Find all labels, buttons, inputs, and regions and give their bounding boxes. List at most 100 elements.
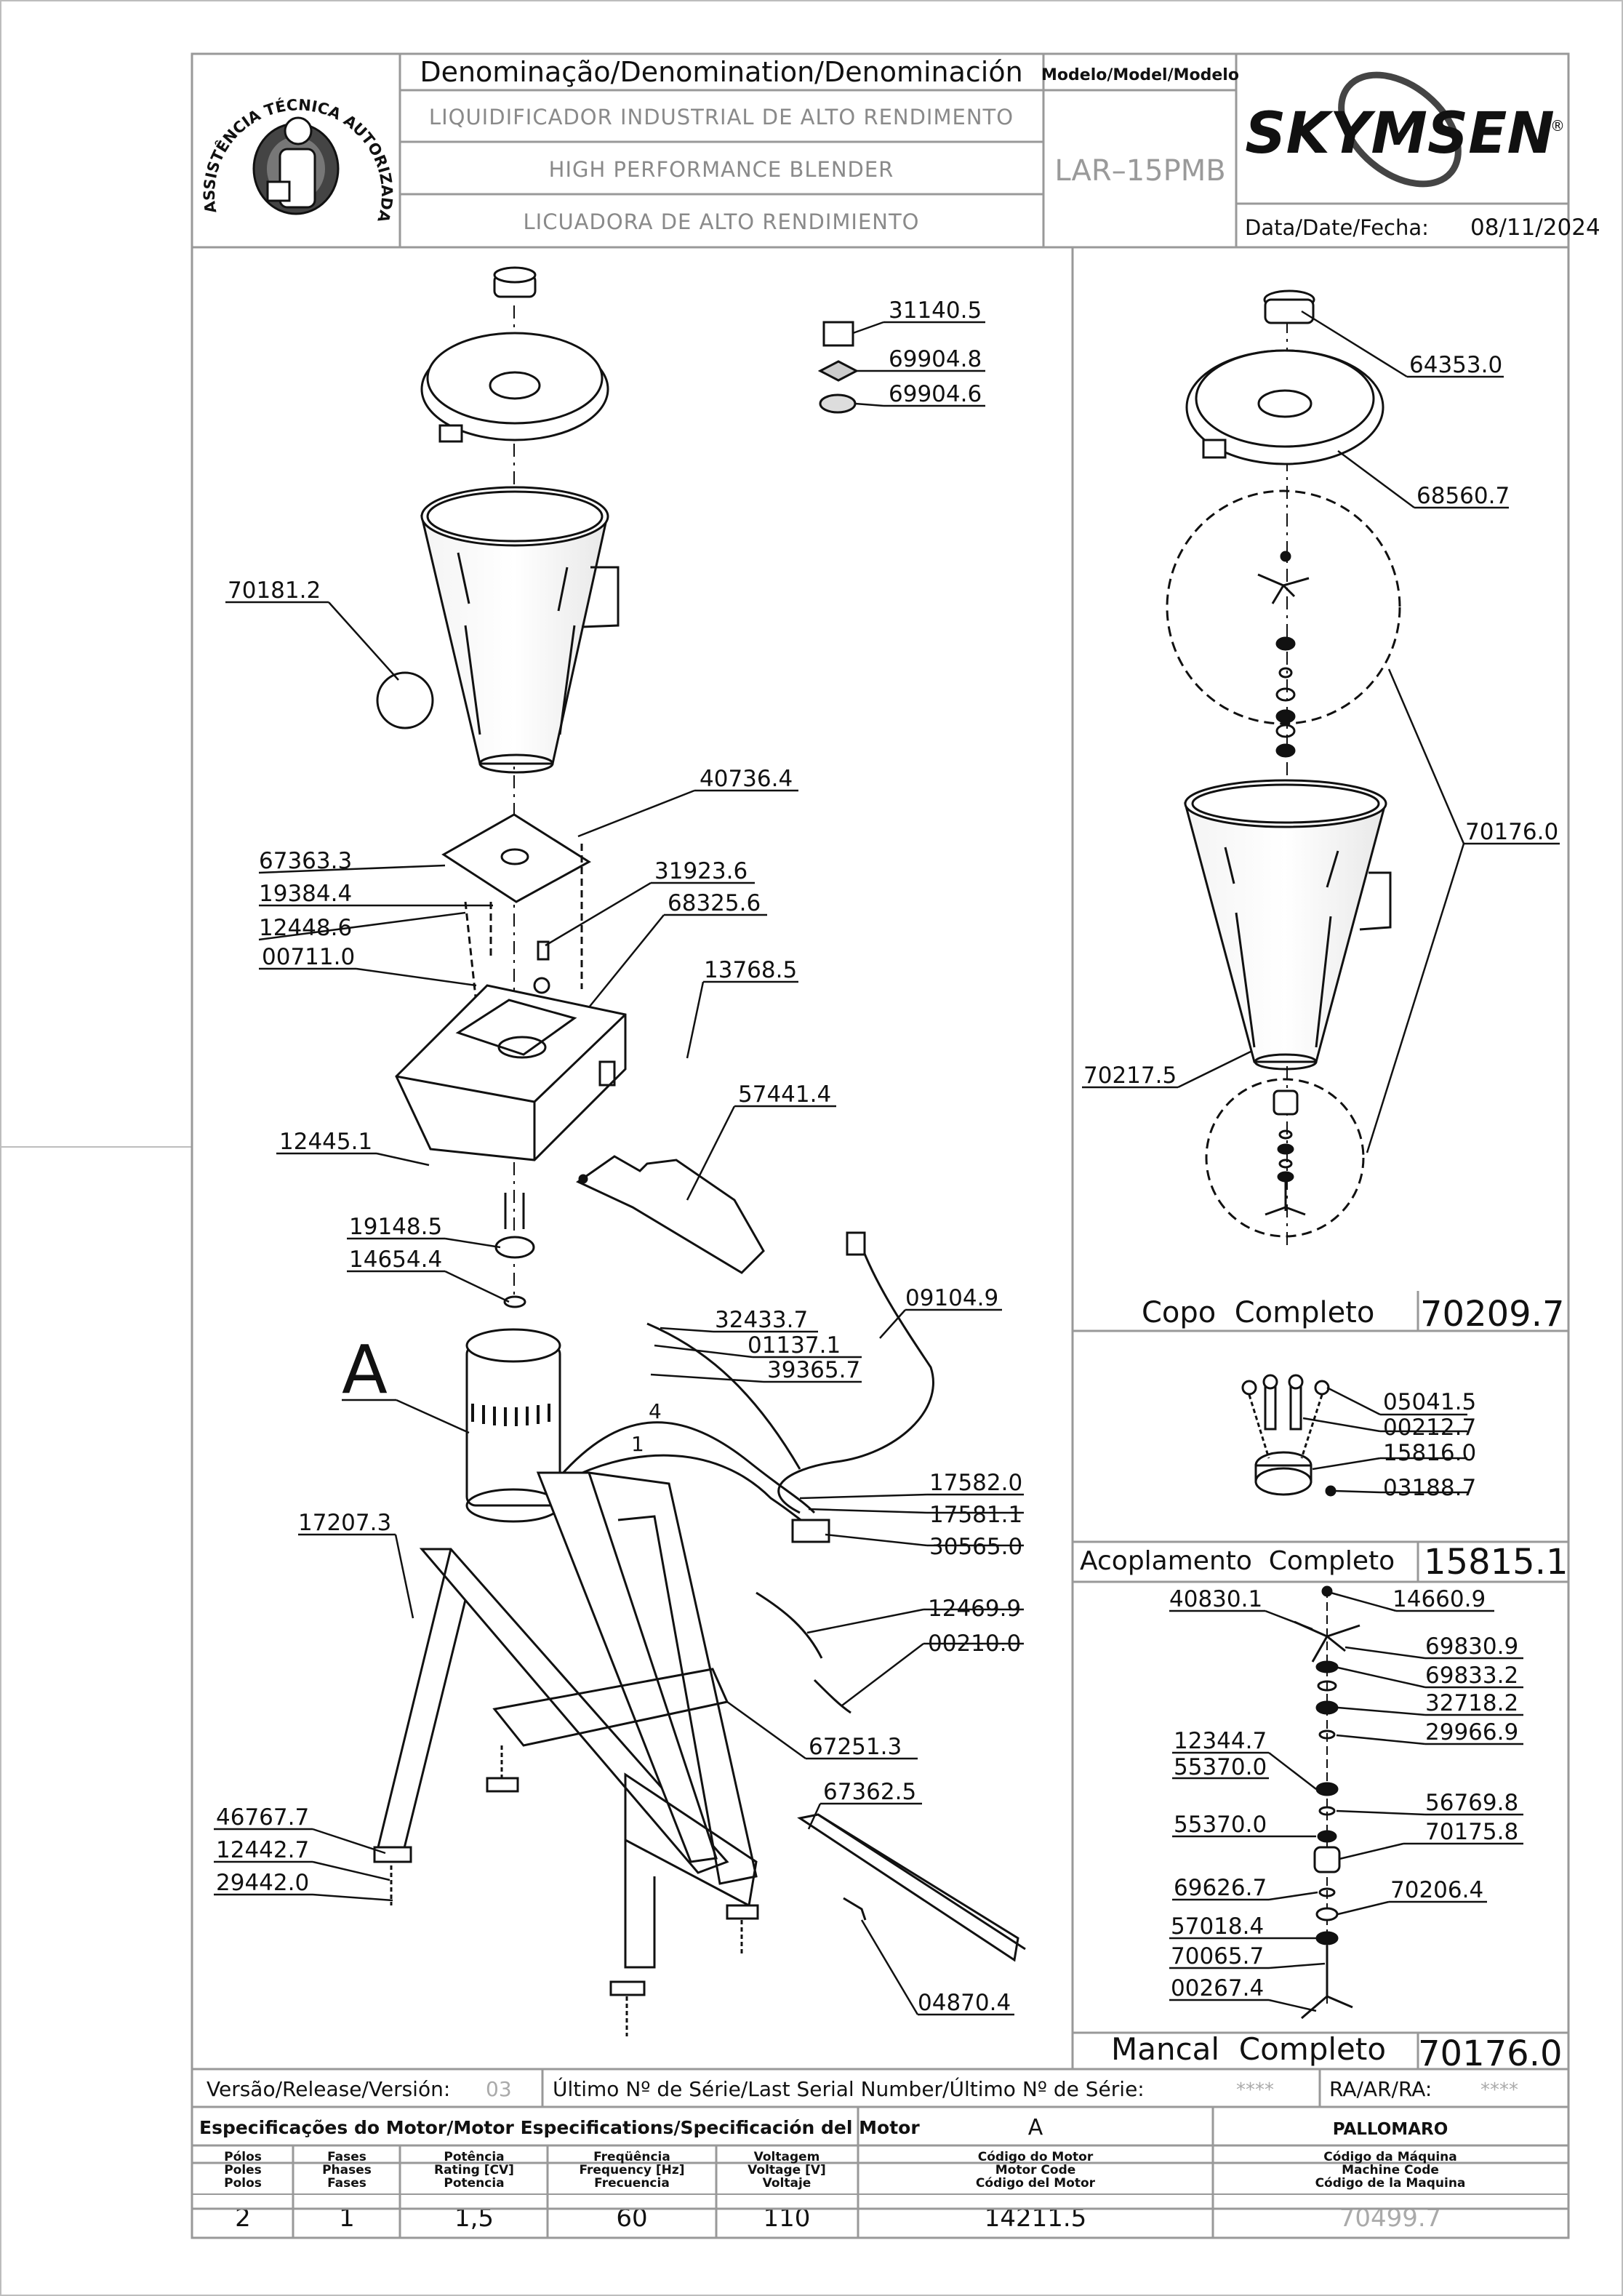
part-label: 19384.4 [259, 881, 352, 907]
part-label: 55370.0 [1174, 1812, 1267, 1838]
part-label: 12469.9 [928, 1596, 1021, 1622]
motor-column-header: A [1028, 2115, 1043, 2140]
part-label: 69626.7 [1174, 1875, 1267, 1901]
part-label: 30565.0 [929, 1534, 1022, 1560]
main-leader-lines [214, 321, 1024, 2016]
spec-header: Voltaje [763, 2176, 812, 2191]
machine-column-header: PALLOMARO [1333, 2120, 1448, 2139]
version-label: Versão/Release/Versión: [207, 2077, 450, 2101]
spec-header: Freqüência [593, 2150, 670, 2164]
spec-header: Polos [224, 2176, 262, 2191]
spec-header: Rating [CV] [434, 2163, 514, 2177]
spec-header: Código da Máquina [1323, 2150, 1457, 2164]
part-label: 70176.0 [1465, 819, 1558, 845]
part-label: 67363.3 [259, 848, 352, 874]
part-label: 39365.7 [767, 1357, 860, 1383]
spec-header: Voltagem [754, 2150, 820, 2164]
cup-panel-labels: 64353.0 68560.7 70176.0 70217.5 Copo Com… [1083, 352, 1565, 1335]
spec-header: Poles [224, 2163, 262, 2177]
part-label: 19148.5 [349, 1214, 442, 1240]
part-label: 14660.9 [1392, 1586, 1486, 1612]
spec-header: Código de la Maquina [1315, 2176, 1466, 2191]
part-label: 70175.8 [1425, 1819, 1518, 1845]
spec-header: Código del Motor [976, 2176, 1096, 2191]
ra-label: RA/AR/RA: [1329, 2077, 1432, 2101]
part-label: 17582.0 [929, 1470, 1022, 1496]
part-label: 40736.4 [700, 766, 793, 792]
part-label: 12445.1 [279, 1129, 372, 1155]
spec-header: Machine Code [1342, 2163, 1439, 2177]
part-label: 56769.8 [1425, 1790, 1518, 1816]
part-label: 70217.5 [1083, 1063, 1177, 1089]
part-label: 01137.1 [748, 1332, 841, 1359]
serial-label: Último Nº de Série/Last Serial Number/Úl… [553, 2076, 1145, 2101]
part-label: 40830.1 [1169, 1586, 1262, 1612]
spec-header: Potencia [444, 2176, 504, 2191]
main-assembly-drawing [373, 266, 1026, 2036]
part-label: 55370.0 [1174, 1754, 1267, 1780]
part-label: 68560.7 [1416, 483, 1510, 509]
brand-wordmark: SKYMSEN [1245, 101, 1554, 167]
part-label: 70206.4 [1390, 1877, 1483, 1903]
part-label: 13768.5 [704, 957, 797, 983]
spec-header: Código do Motor [978, 2150, 1094, 2164]
coupling-leader-lines [1302, 1386, 1467, 1494]
part-label: 69833.2 [1425, 1663, 1518, 1689]
part-label: 57018.4 [1171, 1913, 1264, 1940]
part-label: 00212.7 [1383, 1415, 1476, 1441]
wire-mark: 1 [631, 1432, 644, 1456]
coupling-panel-code: 15815.1 [1424, 1542, 1568, 1583]
part-label: 64353.0 [1409, 352, 1502, 378]
part-label: 05041.5 [1383, 1389, 1476, 1415]
motor-reference-letter: A [342, 1331, 388, 1409]
part-label: 00210.0 [928, 1631, 1021, 1657]
part-label: 14654.4 [349, 1247, 442, 1273]
bearing-panel-code: 70176.0 [1418, 2033, 1563, 2074]
spec-header: Frequency [Hz] [579, 2163, 684, 2177]
bearing-panel-title: Mancal Completo [1111, 2031, 1386, 2067]
part-label: 12344.7 [1174, 1728, 1267, 1754]
part-label: 00267.4 [1171, 1975, 1264, 2001]
part-label: 12442.7 [216, 1837, 309, 1863]
part-label: 17581.1 [929, 1502, 1022, 1528]
version-value: 03 [486, 2077, 512, 2101]
part-label: 32718.2 [1425, 1690, 1518, 1716]
part-label: 31140.5 [889, 297, 982, 324]
part-label: 69904.8 [889, 346, 982, 372]
part-label: 04870.4 [918, 1990, 1011, 2016]
motor-spec-title: Especificações do Motor/Motor Especifica… [199, 2117, 920, 2138]
cup-leader-lines [1082, 310, 1560, 1153]
part-label: 57441.4 [738, 1081, 831, 1108]
main-part-labels: 31140.5 69904.8 69904.6 70181.2 40736.4 … [216, 297, 1022, 2016]
part-label: 00711.0 [262, 944, 355, 970]
assistance-seal: ASSISTÊNCIA TÉCNICA AUTORIZADA [201, 96, 396, 225]
spec-header: Voltage [V] [748, 2163, 826, 2177]
brand-mark: ® [1550, 117, 1565, 135]
bearing-panel-drawing [1294, 1585, 1360, 2020]
part-label: 67362.5 [823, 1779, 916, 1805]
cup-panel-code: 70209.7 [1420, 1294, 1565, 1335]
denomination-es: LICUADORA DE ALTO RENDIMIENTO [523, 209, 919, 234]
spec-header: Motor Code [995, 2163, 1076, 2177]
coupling-panel-labels: 05041.5 00212.7 15816.0 03188.7 Acoplame… [1080, 1389, 1568, 1583]
coupling-panel-drawing [1241, 1374, 1337, 1497]
part-label: 15816.0 [1383, 1440, 1476, 1466]
date-label: Data/Date/Fecha: [1245, 215, 1429, 240]
model-value: LAR–15PMB [1054, 154, 1225, 188]
part-label: 12448.6 [259, 915, 352, 941]
part-label: 03188.7 [1383, 1475, 1476, 1501]
model-label: Modelo/Model/Modelo [1041, 66, 1239, 84]
part-label: 09104.9 [905, 1285, 998, 1311]
cup-panel-title: Copo Completo [1142, 1296, 1374, 1329]
coupling-panel-title: Acoplamento Completo [1080, 1546, 1395, 1576]
spec-header: Frecuencia [594, 2176, 670, 2191]
denomination-title: Denominação/Denomination/Denominación [420, 56, 1022, 88]
part-label: 70181.2 [228, 577, 321, 604]
spec-header: Fases [327, 2176, 366, 2191]
part-label: 69904.6 [889, 381, 982, 407]
serial-value: **** [1236, 2079, 1274, 2101]
spec-header: Potência [444, 2150, 504, 2164]
part-label: 46767.7 [216, 1804, 309, 1831]
